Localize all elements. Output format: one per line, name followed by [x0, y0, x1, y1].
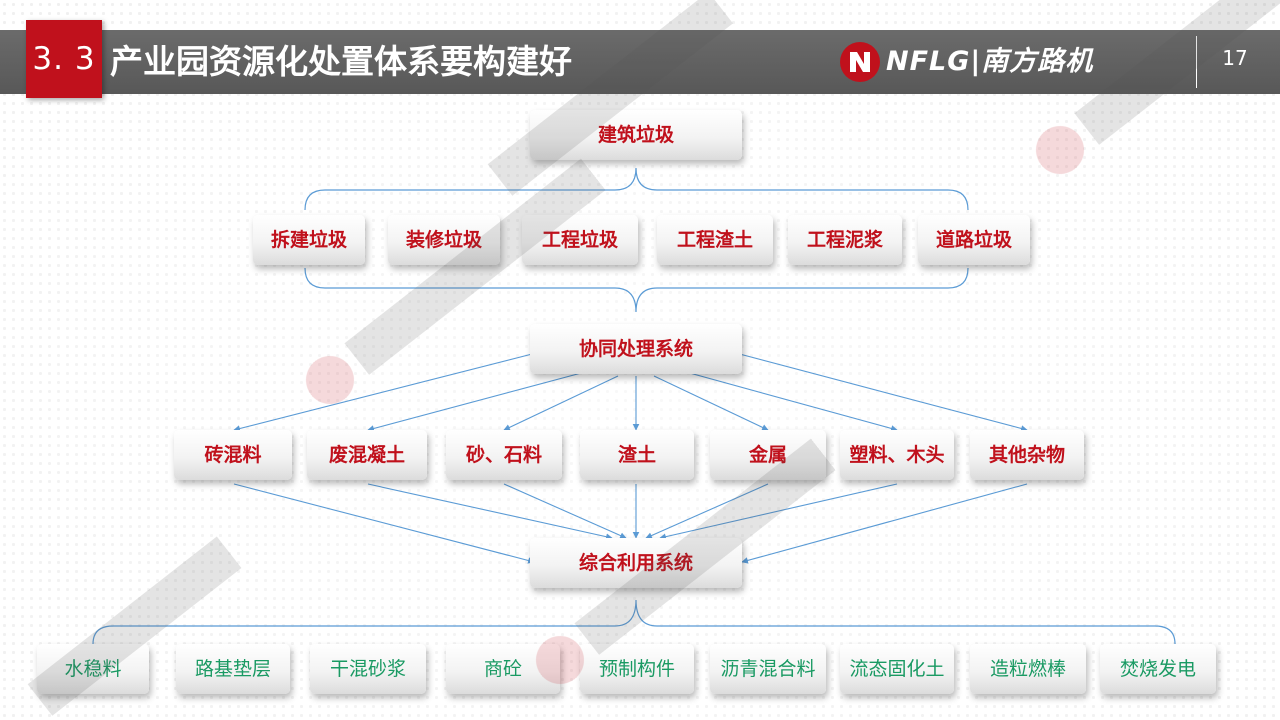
page-title: 产业园资源化处置体系要构建好 [110, 42, 572, 81]
section-number-badge: 3. 3 [26, 20, 102, 98]
node-product: 造粒燃棒 [970, 644, 1086, 694]
brand-name: NFLG|南方路机 [886, 42, 1093, 82]
node-product: 干混砂浆 [310, 644, 426, 694]
node-waste-type: 道路垃圾 [918, 215, 1030, 265]
node-waste-type: 工程渣土 [657, 215, 773, 265]
node-product: 水稳料 [37, 644, 149, 694]
arrows-materials-to-utilization [233, 483, 1028, 564]
brand-latin: NFLG [886, 46, 971, 77]
node-product: 路基垫层 [176, 644, 290, 694]
node-material: 废混凝土 [307, 430, 427, 480]
node-processing-system: 协同处理系统 [530, 324, 742, 374]
node-waste-type: 装修垃圾 [388, 215, 500, 265]
node-waste-type: 拆建垃圾 [253, 215, 365, 265]
brace-utilization-to-products [92, 599, 1176, 645]
node-waste-type: 工程泥浆 [788, 215, 902, 265]
arrows-processing-to-materials [233, 351, 1028, 432]
node-material: 渣土 [580, 430, 694, 480]
node-material: 金属 [710, 430, 826, 480]
node-material: 其他杂物 [970, 430, 1084, 480]
node-product: 商砼 [446, 644, 560, 694]
node-product: 沥青混合料 [710, 644, 826, 694]
brand-chinese: 南方路机 [981, 46, 1094, 77]
node-material: 塑料、木头 [840, 430, 954, 480]
brand-separator: | [970, 46, 982, 77]
node-utilization-system: 综合利用系统 [530, 538, 742, 588]
nflg-logo-icon [840, 42, 880, 82]
node-root-construction-waste: 建筑垃圾 [530, 110, 742, 160]
node-product: 流态固化土 [840, 644, 954, 694]
node-material: 砖混料 [174, 430, 292, 480]
node-material: 砂、石料 [446, 430, 562, 480]
brace-waste-to-processing [304, 267, 969, 313]
node-product: 预制构件 [580, 644, 694, 694]
header-bar [0, 30, 1280, 94]
page-number: 17 [1222, 46, 1248, 70]
header-divider [1196, 36, 1197, 88]
brace-root-to-waste [304, 167, 969, 211]
node-waste-type: 工程垃圾 [522, 215, 638, 265]
node-product: 焚烧发电 [1100, 644, 1216, 694]
